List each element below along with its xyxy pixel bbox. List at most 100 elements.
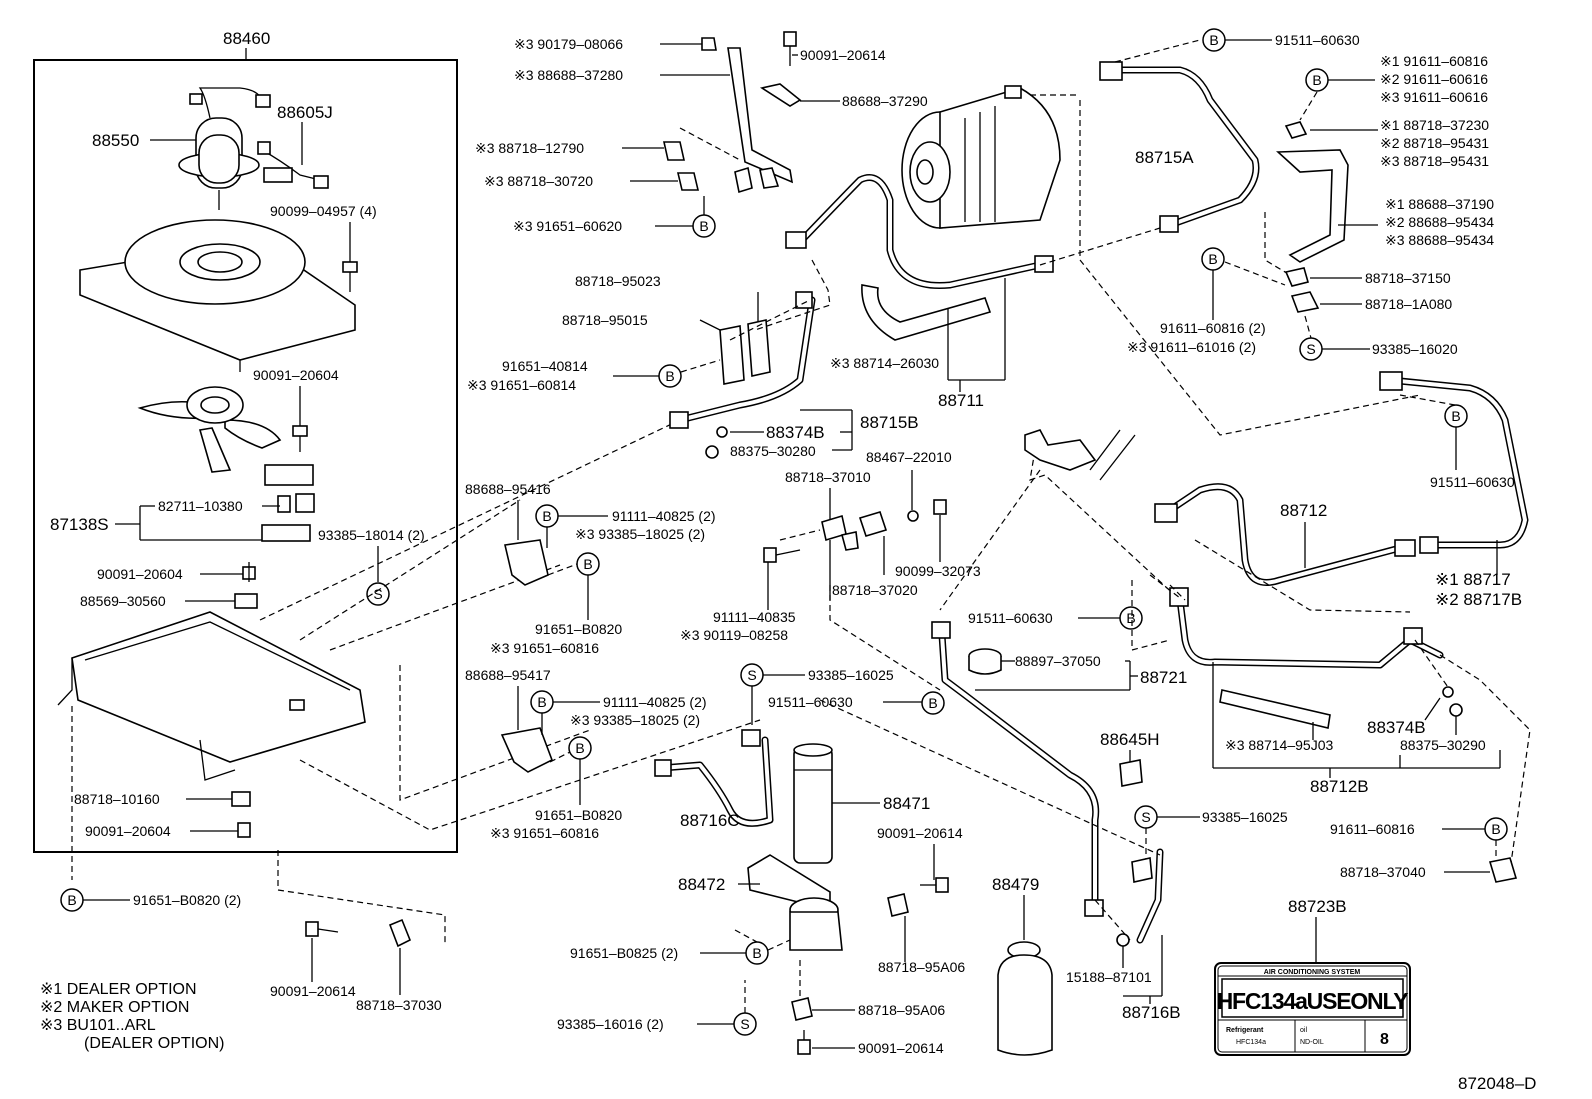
label-93385-16020[interactable]: 93385–16020: [1372, 341, 1458, 357]
label-88718-37020[interactable]: 88718–37020: [832, 582, 918, 598]
label-88715B[interactable]: 88715B: [860, 413, 919, 432]
label-88714-26030[interactable]: ※3 88714–26030: [830, 355, 939, 371]
sensor-88569[interactable]: [234, 593, 258, 609]
label-93385-18025-a[interactable]: ※3 93385–18025 (2): [575, 526, 705, 542]
oring-88374B[interactable]: [716, 426, 728, 438]
nut-90099-32073[interactable]: [933, 499, 947, 515]
ac-compressor[interactable]: [901, 85, 1061, 229]
label-88718-37010[interactable]: 88718–37010: [785, 469, 871, 485]
caution-label-card[interactable]: AIR CONDITIONING SYSTEM HFC134aUSEONLY R…: [1214, 962, 1411, 1056]
fan-motor[interactable]: [178, 87, 271, 210]
label-91611-60816-r[interactable]: 91611–60816: [1330, 821, 1415, 837]
label-91611-60816-1[interactable]: ※1 91611–60816: [1380, 53, 1488, 69]
label-88718-37030[interactable]: 88718–37030: [356, 997, 442, 1013]
label-91511-60630-c[interactable]: 91511–60630: [968, 610, 1053, 626]
clamp-pair-88718-95015[interactable]: [719, 319, 771, 385]
bracket-88688-37280[interactable]: [727, 47, 794, 184]
label-88472[interactable]: 88472: [678, 875, 725, 894]
label-90099-32073[interactable]: 90099–32073: [895, 563, 981, 579]
label-90179-08066[interactable]: ※3 90179–08066: [514, 36, 623, 52]
label-91111-40835[interactable]: 91111–40835: [713, 609, 796, 625]
fan-harness[interactable]: [257, 141, 329, 189]
label-91651-B0820-b[interactable]: 91651–B0820: [535, 807, 622, 823]
bolt-90091-a[interactable]: [292, 425, 308, 452]
label-88605J[interactable]: 88605J: [277, 103, 333, 122]
screw-90099[interactable]: [342, 261, 358, 292]
label-88467-22010[interactable]: 88467–22010: [866, 449, 952, 465]
label-90099-04957[interactable]: 90099–04957 (4): [270, 203, 377, 219]
label-88688-37290[interactable]: 88688–37290: [842, 93, 928, 109]
bracket-88688-95417[interactable]: [500, 727, 554, 773]
label-88897-37050[interactable]: 88897–37050: [1015, 653, 1101, 669]
label-88688-95417[interactable]: 88688–95417: [465, 667, 551, 683]
label-88688-37280[interactable]: ※3 88688–37280: [514, 67, 623, 83]
hose-88711[interactable]: [785, 174, 1054, 341]
fan-relay[interactable]: [261, 464, 315, 542]
switch-88645H[interactable]: [1119, 759, 1143, 787]
receiver-dryer-88471[interactable]: [793, 743, 833, 864]
oring-88375-30290[interactable]: [1449, 703, 1463, 717]
label-90091-20604-c[interactable]: 90091–20604: [85, 823, 171, 839]
label-91651-60816-a[interactable]: ※3 91651–60816: [490, 640, 599, 656]
bracket-top-mid-right[interactable]: [1024, 429, 1136, 481]
label-88721[interactable]: 88721: [1140, 668, 1187, 687]
label-90091-20614-bot[interactable]: 90091–20614: [858, 1040, 944, 1056]
label-90091-20614-top[interactable]: 90091–20614: [800, 47, 886, 63]
label-88715A[interactable]: 88715A: [1135, 148, 1194, 167]
label-88374B-r[interactable]: 88374B: [1367, 718, 1426, 737]
clips-top-bracket[interactable]: [734, 166, 780, 194]
label-88471[interactable]: 88471: [883, 794, 930, 813]
label-91651-60814[interactable]: ※3 91651–60814: [467, 377, 576, 393]
bracket-88688-95416[interactable]: [504, 539, 549, 586]
bracket-88472[interactable]: [747, 854, 843, 951]
label-91611-60816-2[interactable]: 91611–60816 (2): [1160, 320, 1266, 336]
refrigerant-can-88479[interactable]: [997, 941, 1053, 1056]
clamp-88718-95A06-b[interactable]: [791, 997, 813, 1021]
label-88717B[interactable]: ※2 88717B: [1435, 590, 1522, 609]
label-91651-60620[interactable]: ※3 91651–60620: [513, 218, 622, 234]
label-88718-37040[interactable]: 88718–37040: [1340, 864, 1426, 880]
tube-88716C[interactable]: [654, 729, 774, 827]
clamp-88718-37010[interactable]: [821, 511, 888, 551]
clamp-88718-37230[interactable]: [1284, 121, 1308, 139]
bolt-90091-20614-mid[interactable]: [920, 877, 949, 893]
bolt-90091-20614-bl[interactable]: [305, 921, 339, 937]
cap-88897[interactable]: [968, 648, 1002, 675]
nut-90179[interactable]: [701, 37, 717, 51]
label-88550[interactable]: 88550: [92, 131, 139, 150]
label-93385-18025-b[interactable]: ※3 93385–18025 (2): [570, 712, 700, 728]
label-90119-08258[interactable]: ※3 90119–08258: [680, 627, 788, 643]
label-88718-30720[interactable]: ※3 88718–30720: [484, 173, 593, 189]
bolt-90091-20614-top[interactable]: [783, 31, 797, 66]
bolt-90091-b[interactable]: [242, 562, 256, 582]
label-91651-B0820-a[interactable]: 91651–B0820: [535, 621, 622, 637]
clamp-88718-10160[interactable]: [231, 791, 251, 807]
label-88645H[interactable]: 88645H: [1100, 730, 1160, 749]
clamp-88718-1A080[interactable]: [1290, 291, 1320, 313]
oring-88375-30280[interactable]: [705, 445, 719, 459]
label-88374B-top[interactable]: 88374B: [766, 423, 825, 442]
fan-blade[interactable]: [137, 386, 282, 473]
label-91111-40825-a[interactable]: 91111–40825 (2): [612, 508, 716, 524]
label-88718-95A06-a[interactable]: 88718–95A06: [878, 959, 965, 975]
label-90091-20604-a[interactable]: 90091–20604: [253, 367, 339, 383]
label-88717[interactable]: ※1 88717: [1435, 570, 1511, 589]
label-93385-16025-mid[interactable]: 93385–16025: [808, 667, 894, 683]
bolt-marker-b-mid[interactable]: [921, 691, 945, 715]
label-90091-20614-bl[interactable]: 90091–20614: [270, 983, 356, 999]
label-88718-1A080[interactable]: 88718–1A080: [1365, 296, 1452, 312]
label-91651-B0825[interactable]: 91651–B0825 (2): [570, 945, 678, 961]
label-87138S[interactable]: 87138S: [50, 515, 109, 534]
label-91511-60630-r[interactable]: 91511–60630: [1430, 474, 1515, 490]
hose-88717[interactable]: [1379, 371, 1529, 554]
label-88688-95434-3[interactable]: ※3 88688–95434: [1385, 232, 1494, 248]
bolt-marker-b-40814[interactable]: [658, 364, 682, 388]
label-91651-60816-b[interactable]: ※3 91651–60816: [490, 825, 599, 841]
label-88375-30280[interactable]: 88375–30280: [730, 443, 816, 459]
oring-15188[interactable]: [1116, 933, 1130, 947]
label-88718-95015[interactable]: 88718–95015: [562, 312, 648, 328]
tube-88716B[interactable]: [1131, 848, 1164, 944]
label-88479[interactable]: 88479: [992, 875, 1039, 894]
label-91511-60630-mid[interactable]: 91511–60630: [768, 694, 853, 710]
label-93385-16025-r[interactable]: 93385–16025: [1202, 809, 1288, 825]
